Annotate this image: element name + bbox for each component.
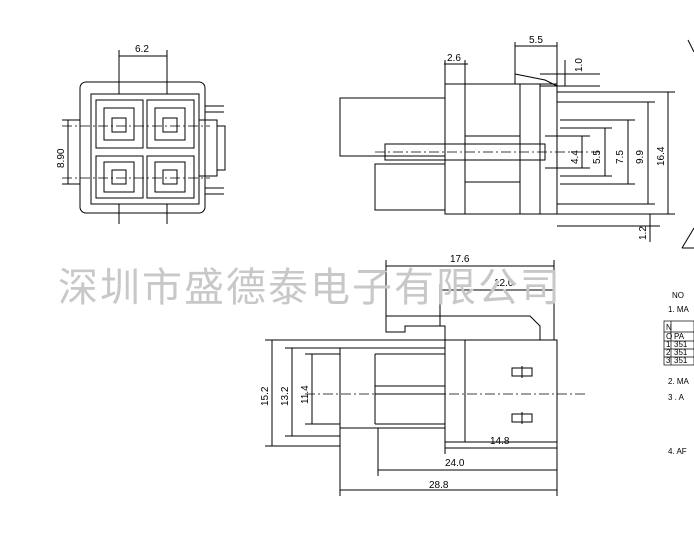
dim-11-4: 11.4 bbox=[300, 385, 311, 404]
dim-6-2: 6.2 bbox=[135, 44, 149, 55]
dim-9-9: 9.9 bbox=[635, 150, 646, 164]
note-2: 2. MA bbox=[668, 377, 690, 386]
table-row-1-no: 1 bbox=[666, 340, 671, 349]
side-mating-body bbox=[339, 97, 446, 157]
dim-2-6: 2.6 bbox=[447, 53, 461, 64]
table-header-o: O bbox=[666, 332, 672, 341]
dim-17-6: 17.6 bbox=[450, 254, 470, 265]
cavity-3 bbox=[95, 155, 144, 199]
side-housing bbox=[444, 83, 558, 215]
dim-13-2: 13.2 bbox=[280, 386, 291, 406]
side-view bbox=[339, 39, 694, 249]
front-housing-outline bbox=[79, 81, 206, 214]
table-row-3-no: 3 bbox=[666, 356, 671, 365]
dim-5-5-top: 5.5 bbox=[529, 35, 543, 46]
table-row-1-part: 351 bbox=[674, 340, 688, 349]
bottom-mating-body bbox=[339, 347, 446, 429]
dim-14-8: 14.8 bbox=[490, 436, 510, 447]
dim-16-4: 16.4 bbox=[656, 146, 667, 166]
notes-heading: NO bbox=[672, 291, 684, 300]
cavity-4 bbox=[146, 155, 195, 199]
dim-28-8: 28.8 bbox=[429, 480, 449, 491]
dim-8-90: 8.90 bbox=[56, 148, 67, 168]
dim-24-0: 24.0 bbox=[445, 458, 465, 469]
front-inner-outline bbox=[90, 93, 200, 205]
dim-1-2: 1.2 bbox=[638, 226, 649, 240]
cavity-1 bbox=[95, 99, 144, 149]
dim-5-5: 5.5 bbox=[592, 150, 603, 164]
company-watermark: 深圳市盛德泰电子有限公司 bbox=[58, 265, 562, 311]
dim-15-2: 15.2 bbox=[260, 386, 271, 406]
dim-1-0: 1.0 bbox=[574, 58, 585, 72]
bottom-housing bbox=[444, 339, 558, 443]
table-row-2-no: 2 bbox=[666, 348, 671, 357]
note-4: 4. AF bbox=[668, 447, 687, 456]
note-1: 1. MA bbox=[668, 305, 690, 314]
table-header-n: N bbox=[666, 323, 672, 332]
cavity-2 bbox=[146, 99, 195, 149]
dim-4-4: 4.4 bbox=[570, 150, 581, 164]
dim-12-0: 12.0 bbox=[494, 278, 514, 289]
table-row-3-part: 351 bbox=[674, 356, 688, 365]
notes-table bbox=[663, 320, 694, 366]
note-3: 3 . A bbox=[668, 393, 685, 402]
table-header-pa: PA bbox=[674, 332, 685, 341]
table-row-2-part: 351 bbox=[674, 348, 688, 357]
dim-7-5: 7.5 bbox=[615, 150, 626, 164]
front-view bbox=[62, 50, 226, 224]
bottom-view bbox=[265, 260, 585, 496]
